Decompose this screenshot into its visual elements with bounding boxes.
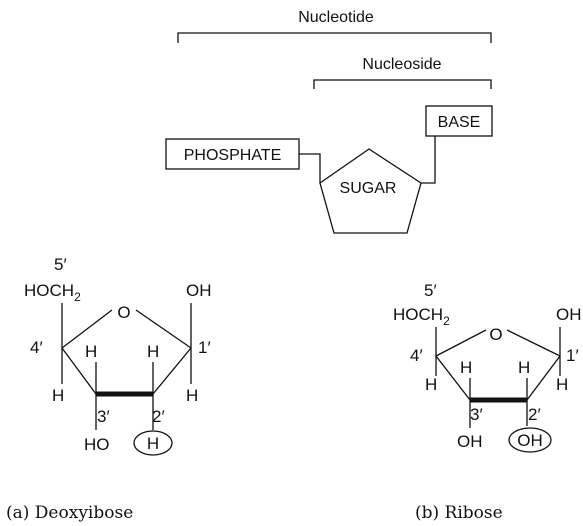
nucleoside-bracket: [313, 79, 492, 89]
ribose-c3-label: 3′: [470, 405, 483, 424]
deoxy-h-highlight-circle: [133, 430, 173, 456]
ribose-h4: H: [425, 375, 437, 394]
deoxy-c4-c3-bond: [61, 347, 97, 395]
ribose-c2-label: 2′: [528, 405, 541, 424]
ribose-c4-label: 4′: [410, 346, 423, 365]
deoxy-oh1-label: OH: [186, 281, 212, 300]
sugar-label: SUGAR: [340, 180, 397, 197]
phosphate-label: PHOSPHATE: [184, 147, 282, 164]
ribose-ring-oxygen: O: [489, 325, 502, 344]
ribose-c5-label: 5′: [424, 281, 437, 300]
deoxy-c5-label: 5′: [54, 255, 67, 274]
ribose-oh2-circled: OH: [517, 431, 543, 450]
deoxy-c1-label: 1′: [198, 338, 211, 357]
deoxy-ring-oxygen: O: [117, 303, 130, 322]
ribose-h3-up: H: [460, 358, 472, 377]
ribose-c1-c2-bond: [526, 355, 561, 401]
deoxy-h2-up: H: [147, 342, 159, 361]
ribose-h2-up: H: [518, 358, 530, 377]
deoxy-c1-c2-bond: [152, 347, 192, 395]
nucleotide-bracket: [177, 32, 492, 43]
deoxy-h1: H: [186, 386, 198, 405]
ribose-o-c1-bond: [506, 329, 561, 357]
ribose-c4-o-bond: [435, 329, 487, 357]
ribose-oh-highlight-circle: [508, 427, 552, 453]
deoxy-o-c1-bond: [135, 309, 192, 349]
deoxy-c3-label: 3′: [97, 407, 110, 426]
deoxy-h2-circled: H: [147, 434, 159, 453]
ribose-structure: 5′ HOCH2 OH O 4′ 1′ H H H H 3′ 2′ OH OH: [393, 281, 582, 453]
nucleoside-label: Nucleoside: [362, 56, 441, 73]
ribose-c1-label: 1′: [566, 346, 579, 365]
ribose-hoch2-label: HOCH2: [393, 305, 450, 328]
deoxy-hoch2-label: HOCH2: [24, 281, 81, 304]
deoxy-h3-up: H: [85, 342, 97, 361]
deoxy-c4-label: 4′: [30, 338, 43, 357]
nucleotide-label: Nucleotide: [298, 9, 374, 26]
deoxy-c4-o-bond: [61, 309, 113, 349]
phosphate-sugar-link: [299, 153, 321, 183]
base-box: [425, 105, 493, 137]
sugar-pentagon: [319, 148, 422, 234]
deoxy-h4: H: [52, 386, 64, 405]
ribose-h1: H: [556, 375, 568, 394]
ribose-c4-c3-bond: [435, 355, 471, 401]
ribose-oh1-label: OH: [556, 305, 582, 324]
ribose-oh3: OH: [457, 432, 483, 451]
deoxy-c2-label: 2′: [152, 407, 165, 426]
base-label: BASE: [438, 114, 481, 131]
deoxy-ho3: HO: [84, 435, 110, 454]
sugar-base-link: [421, 136, 436, 184]
ribose-caption: (b) Ribose: [415, 503, 503, 523]
deoxyribose-structure: 5′ HOCH2 OH O 4′ 1′ H H H H 3′ 2′ HO H: [24, 255, 212, 456]
deoxyribose-caption: (a) Deoxyibose: [6, 503, 133, 523]
